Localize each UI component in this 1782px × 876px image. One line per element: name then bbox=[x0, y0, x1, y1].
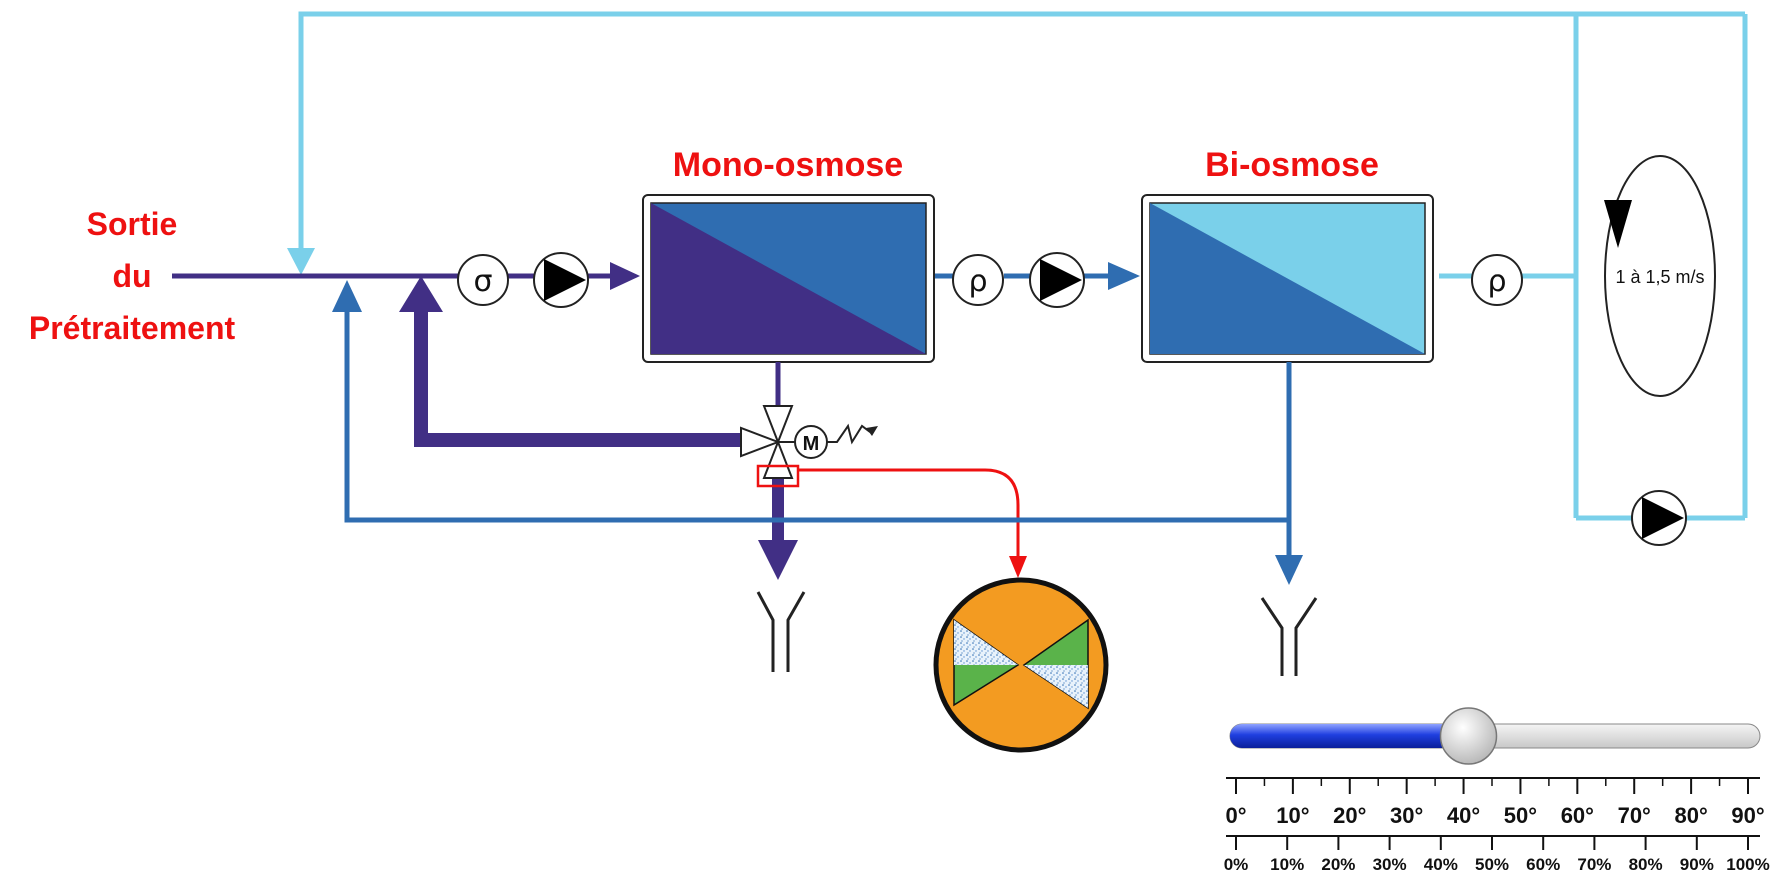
feed-arrow bbox=[610, 262, 640, 290]
bi-drain-symbol bbox=[1260, 597, 1318, 676]
degree-tick-label: 60° bbox=[1561, 803, 1594, 828]
percent-tick-label: 40% bbox=[1424, 855, 1458, 874]
velocity-label: 1 à 1,5 m/s bbox=[1615, 267, 1704, 287]
conductivity-symbol: σ bbox=[473, 264, 492, 299]
reject-return-arrow bbox=[399, 276, 443, 312]
degree-tick-label: 50° bbox=[1504, 803, 1537, 828]
degree-tick-label: 10° bbox=[1276, 803, 1309, 828]
degree-tick-label: 30° bbox=[1390, 803, 1423, 828]
inlet-label-line3: Prétraitement bbox=[29, 310, 236, 346]
booster-pump-icon bbox=[1040, 259, 1082, 301]
degree-tick-label: 80° bbox=[1674, 803, 1707, 828]
feed-pump-icon bbox=[544, 259, 586, 301]
percent-tick-label: 20% bbox=[1321, 855, 1355, 874]
percent-tick-label: 70% bbox=[1577, 855, 1611, 874]
mono-osmose-module bbox=[642, 194, 935, 363]
percent-tick-label: 100% bbox=[1726, 855, 1769, 874]
inlet-label: Sortie du Prétraitement bbox=[29, 206, 236, 346]
degree-tick-label: 90° bbox=[1731, 803, 1764, 828]
percent-tick-label: 30% bbox=[1373, 855, 1407, 874]
feed-pump bbox=[533, 252, 589, 308]
degree-tick-label: 40° bbox=[1447, 803, 1480, 828]
bi-return-arrow bbox=[332, 280, 362, 312]
feed-line bbox=[172, 262, 640, 290]
inlet-label-line2: du bbox=[112, 258, 151, 294]
valve-opening-scale: 0° 10° 20° 30° 40° 50° 60° 70° 80° 90° 0% 10% 20% 30… bbox=[1224, 777, 1770, 874]
bi-drain-arrow bbox=[1275, 555, 1303, 585]
valve-opening-slider[interactable] bbox=[1229, 707, 1761, 765]
degree-tick-label: 0° bbox=[1225, 803, 1246, 828]
signal-zigzag bbox=[827, 423, 871, 445]
percent-tick-label: 90% bbox=[1680, 855, 1714, 874]
degree-tick-label: 20° bbox=[1333, 803, 1366, 828]
mono-osmose-title: Mono-osmose bbox=[673, 146, 903, 184]
three-way-valve: M bbox=[740, 405, 878, 488]
mono-to-bi-arrow bbox=[1108, 262, 1140, 290]
recirculation-pump bbox=[1631, 490, 1687, 546]
booster-pump bbox=[1029, 252, 1085, 308]
mono-reject-lines bbox=[399, 276, 798, 580]
recirculation-pump-icon bbox=[1642, 497, 1684, 539]
percent-tick-label: 0% bbox=[1224, 855, 1249, 874]
loop-direction-arrow bbox=[1604, 200, 1632, 248]
conductivity-sensor: σ bbox=[457, 254, 509, 306]
bi-osmose-title: Bi-osmose bbox=[1205, 146, 1379, 184]
resistivity-symbol-2: ρ bbox=[1487, 264, 1506, 299]
resistivity-symbol-1: ρ bbox=[968, 264, 987, 299]
valve-highlight-box bbox=[756, 464, 800, 488]
mono-drain-symbol bbox=[756, 591, 806, 672]
bi-reject-lines bbox=[332, 280, 1303, 585]
degree-tick-label: 70° bbox=[1618, 803, 1651, 828]
resistivity-sensor-2: ρ bbox=[1471, 254, 1523, 306]
valve-motor-symbol: M bbox=[803, 433, 820, 455]
valve-callout-arrow bbox=[798, 468, 1027, 578]
inlet-label-line1: Sortie bbox=[87, 206, 178, 242]
bi-osmose-module bbox=[1141, 194, 1434, 363]
percent-tick-label: 50% bbox=[1475, 855, 1509, 874]
velocity-loop: 1 à 1,5 m/s bbox=[1604, 155, 1716, 397]
recirculation-arrow-down bbox=[287, 248, 315, 275]
valve-position-indicator bbox=[933, 577, 1109, 753]
percent-tick-label: 80% bbox=[1629, 855, 1663, 874]
mono-drain-arrow bbox=[758, 540, 798, 580]
mono-to-bi-line bbox=[935, 262, 1140, 290]
slider-fill bbox=[1230, 724, 1469, 748]
percent-tick-label: 10% bbox=[1270, 855, 1304, 874]
percent-tick-label: 60% bbox=[1526, 855, 1560, 874]
resistivity-sensor-1: ρ bbox=[952, 254, 1004, 306]
slider-knob[interactable] bbox=[1439, 707, 1498, 765]
